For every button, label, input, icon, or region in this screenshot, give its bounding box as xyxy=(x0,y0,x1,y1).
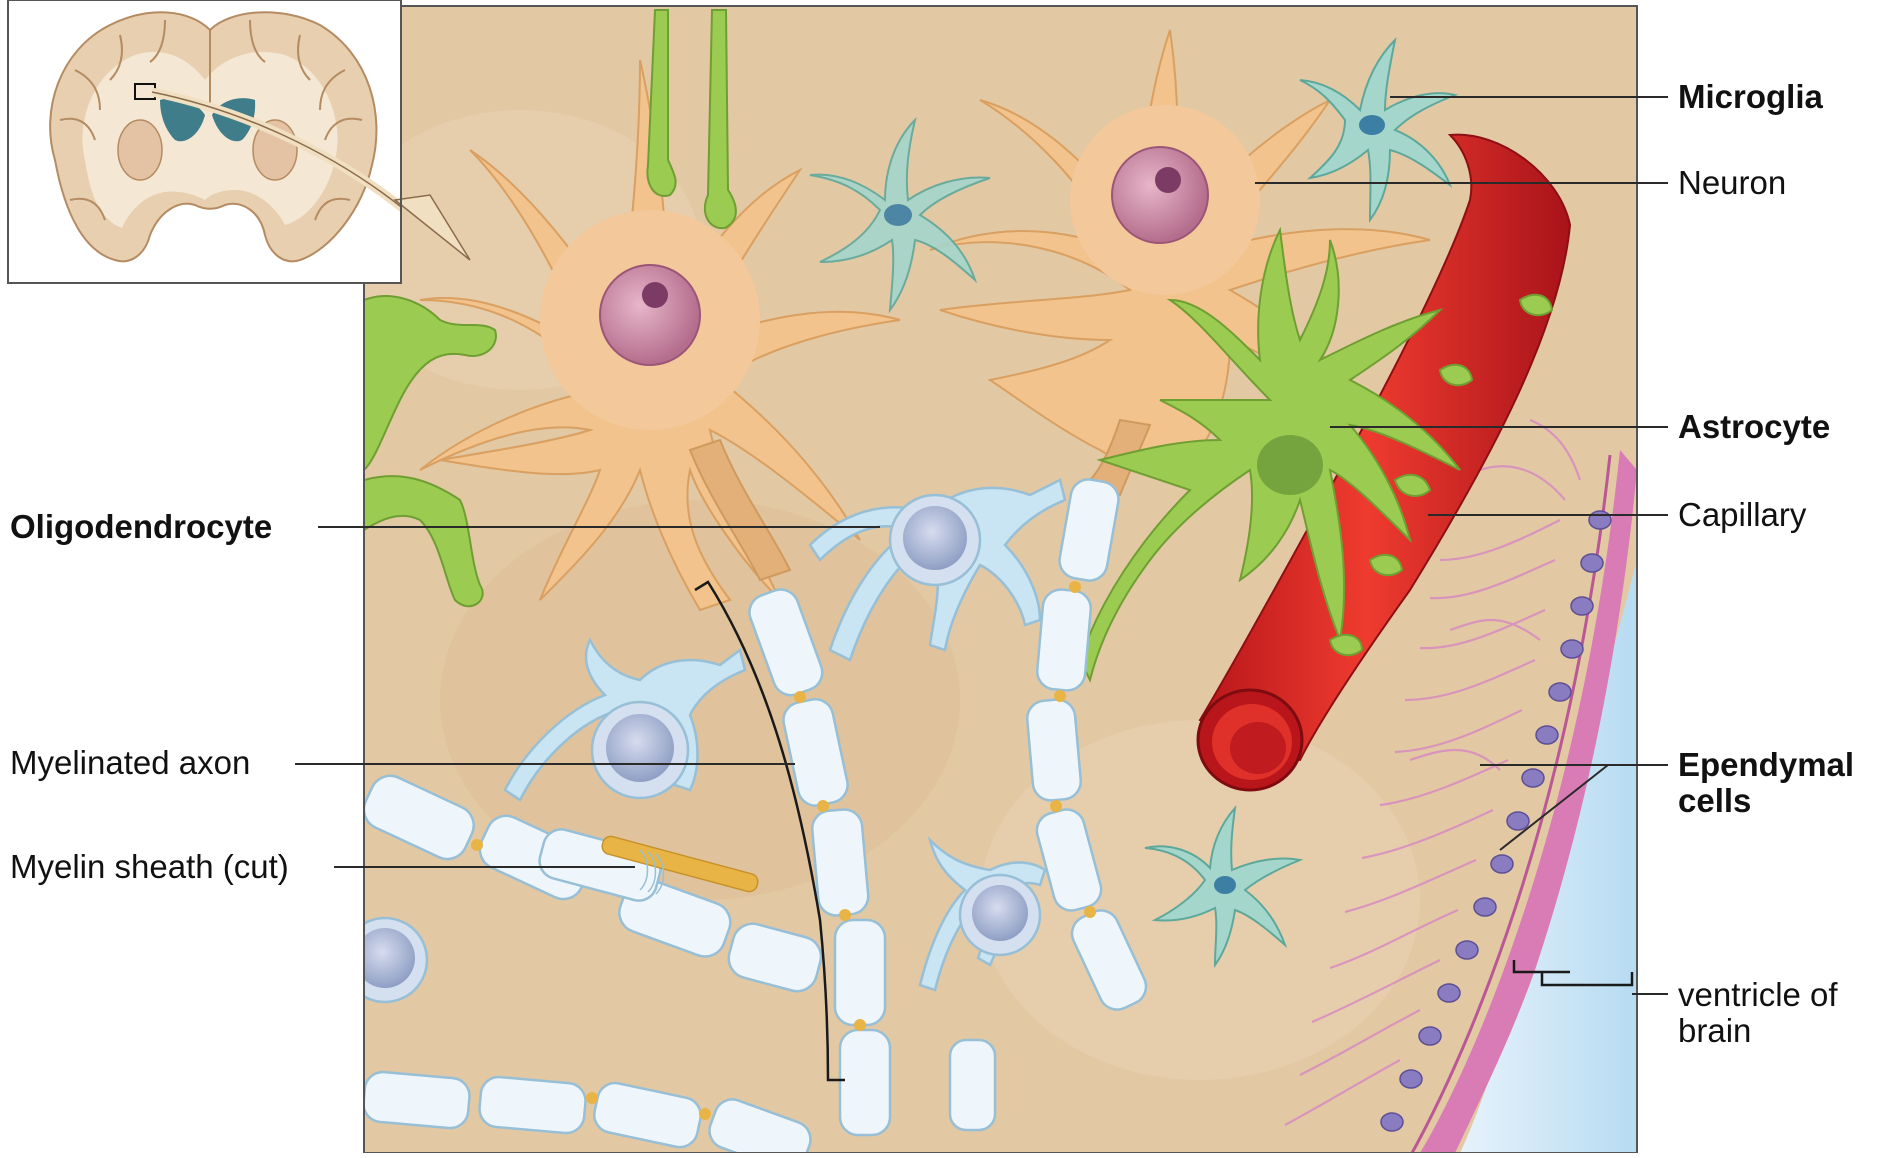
label-ventricle-line1: ventricle of xyxy=(1678,976,1838,1014)
brain-section-inset xyxy=(8,0,405,283)
label-neuron: Neuron xyxy=(1678,164,1786,202)
label-myelin-sheath-cut: Myelin sheath (cut) xyxy=(10,848,289,886)
label-microglia: Microglia xyxy=(1678,78,1823,116)
label-ependymal-line2: cells xyxy=(1678,782,1751,820)
label-oligodendrocyte: Oligodendrocyte xyxy=(10,508,272,546)
label-ependymal-line1: Ependymal xyxy=(1678,746,1854,784)
label-capillary: Capillary xyxy=(1678,496,1806,534)
label-astrocyte: Astrocyte xyxy=(1678,408,1830,446)
label-myelinated-axon: Myelinated axon xyxy=(10,744,250,782)
label-ventricle-line2: brain xyxy=(1678,1012,1751,1050)
